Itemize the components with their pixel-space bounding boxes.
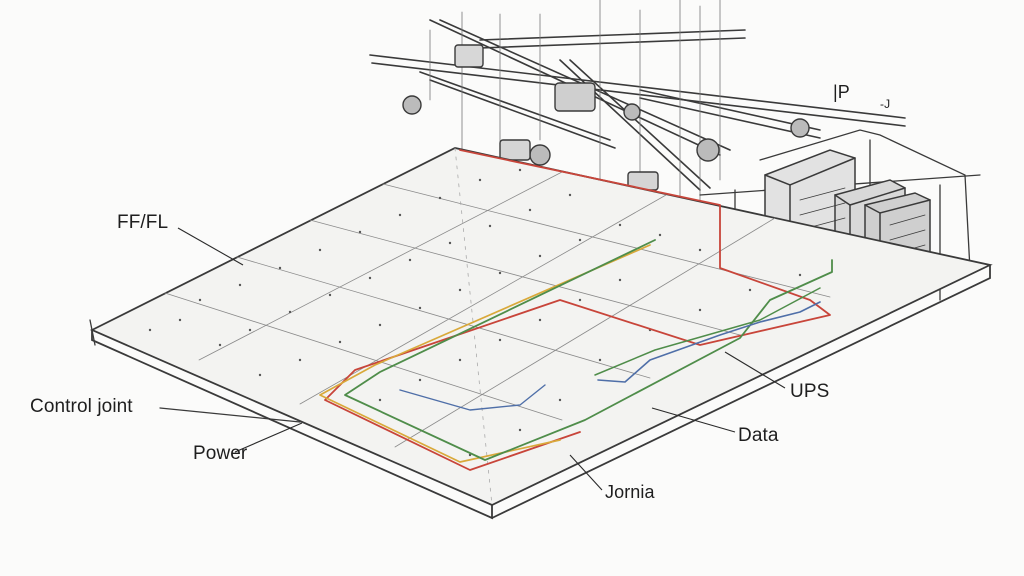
data-cable-green bbox=[344, 239, 833, 461]
leader-lines bbox=[177, 227, 786, 491]
power-cable-red bbox=[324, 149, 831, 471]
data-cable-blue-2 bbox=[399, 384, 546, 411]
ip-mark-label: -J bbox=[880, 97, 891, 111]
data-cable-blue bbox=[597, 301, 821, 383]
ceiling-beams bbox=[369, 19, 906, 191]
data-cable-green-2 bbox=[594, 287, 821, 376]
backup-cable-yellow bbox=[319, 244, 651, 463]
data-label: Data bbox=[738, 425, 779, 446]
floor-slab bbox=[89, 147, 993, 520]
ff-fl-label: FF/FL bbox=[117, 212, 169, 233]
slab-grid bbox=[164, 147, 831, 506]
hanger-rods bbox=[429, 0, 721, 271]
joint-label: Jornia bbox=[605, 482, 655, 502]
slab-dots bbox=[148, 168, 802, 457]
ip-label: |P bbox=[833, 82, 850, 102]
control-joint-line bbox=[89, 319, 301, 423]
control-joint-label: Control joint bbox=[30, 396, 133, 417]
ups-label: UPS bbox=[790, 381, 830, 402]
power-label: Power bbox=[193, 443, 248, 464]
